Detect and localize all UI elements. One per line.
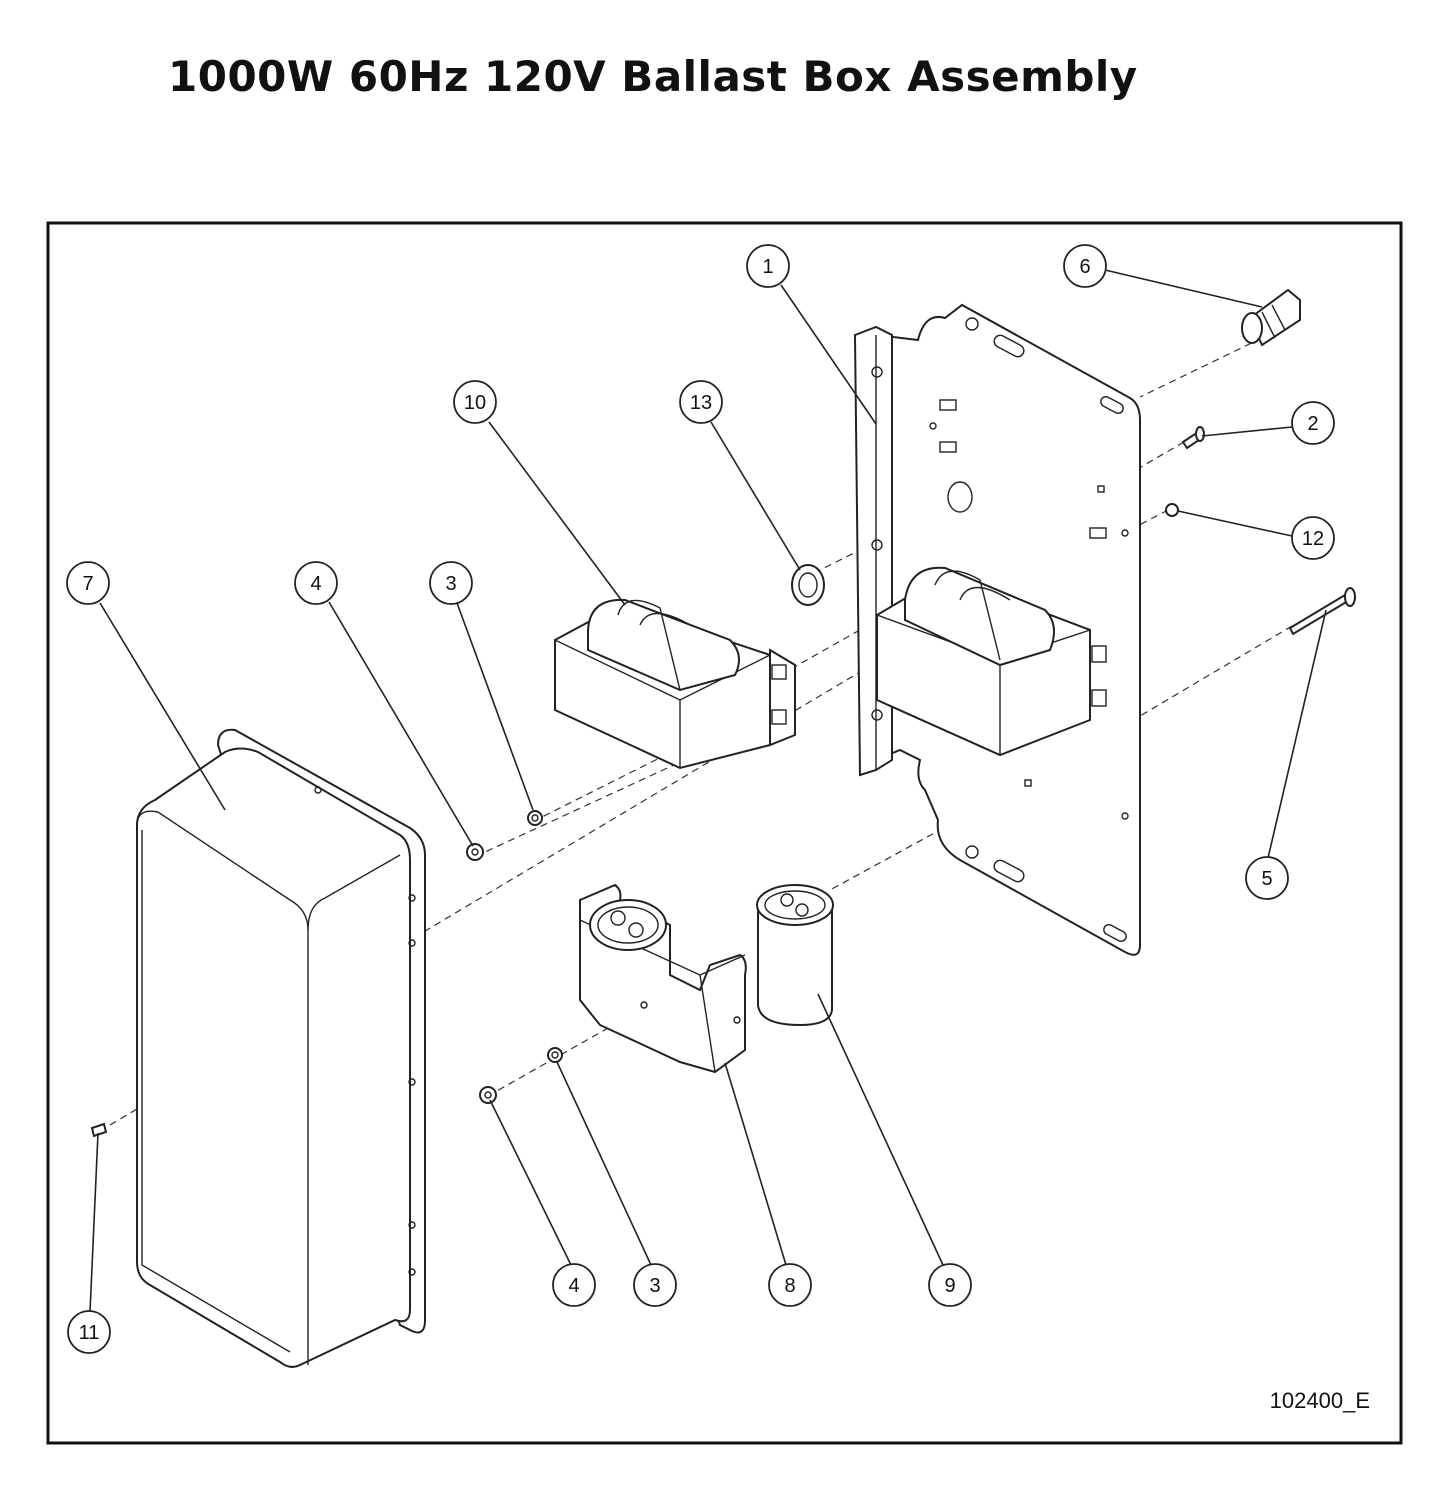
nut-12 bbox=[1165, 503, 1179, 517]
long-bolt bbox=[1288, 587, 1356, 636]
nut-upper bbox=[466, 843, 484, 861]
callout-label: 8 bbox=[784, 1275, 795, 1297]
mounted-ballast bbox=[876, 566, 1107, 757]
callout-7: 7 bbox=[66, 561, 110, 605]
enclosure-cover bbox=[136, 728, 426, 1368]
ballast-core bbox=[554, 598, 796, 770]
callout-label: 12 bbox=[1302, 528, 1324, 550]
callout-label: 10 bbox=[464, 392, 486, 414]
callout-label: 5 bbox=[1261, 868, 1272, 890]
callout-label: 4 bbox=[310, 573, 321, 595]
callout-label: 11 bbox=[79, 1322, 100, 1344]
callout-3-upper: 3 bbox=[429, 561, 473, 605]
callout-8: 8 bbox=[768, 1263, 812, 1307]
callout-label: 3 bbox=[649, 1275, 660, 1297]
callout-10: 10 bbox=[453, 380, 497, 424]
callout-13: 13 bbox=[679, 380, 723, 424]
screw-2 bbox=[1181, 426, 1205, 450]
callout-label: 3 bbox=[445, 573, 456, 595]
cord-grip bbox=[1241, 288, 1301, 347]
leader-lines bbox=[89, 269, 1327, 1313]
callout-4-lower: 4 bbox=[552, 1263, 596, 1307]
drawing-number: 102400_E bbox=[1270, 1388, 1370, 1413]
washer-lower bbox=[547, 1047, 563, 1063]
washer-upper bbox=[527, 810, 543, 826]
callout-label: 13 bbox=[690, 392, 712, 414]
capacitor bbox=[756, 884, 834, 1027]
callout-4-upper: 4 bbox=[294, 561, 338, 605]
capacitor-bracket bbox=[579, 883, 747, 1074]
drawing-frame bbox=[46, 221, 1403, 1445]
callout-11: 11 bbox=[67, 1310, 111, 1354]
page-title: 1000W 60Hz 120V Ballast Box Assembly bbox=[168, 52, 1138, 101]
callout-6: 6 bbox=[1063, 244, 1107, 288]
locknut bbox=[791, 564, 825, 606]
callout-label: 9 bbox=[944, 1275, 955, 1297]
callout-label: 6 bbox=[1079, 256, 1090, 278]
callout-9: 9 bbox=[928, 1263, 972, 1307]
nut-lower bbox=[479, 1086, 497, 1104]
callout-1: 1 bbox=[746, 244, 790, 288]
callout-label: 7 bbox=[82, 573, 93, 595]
callout-3-lower: 3 bbox=[633, 1263, 677, 1307]
callout-label: 1 bbox=[762, 256, 773, 278]
callout-2: 2 bbox=[1291, 401, 1335, 445]
screw-11 bbox=[90, 1122, 108, 1138]
callout-5: 5 bbox=[1245, 856, 1289, 900]
callout-label: 2 bbox=[1307, 413, 1318, 435]
callout-label: 4 bbox=[568, 1275, 579, 1297]
callout-12: 12 bbox=[1291, 516, 1335, 560]
